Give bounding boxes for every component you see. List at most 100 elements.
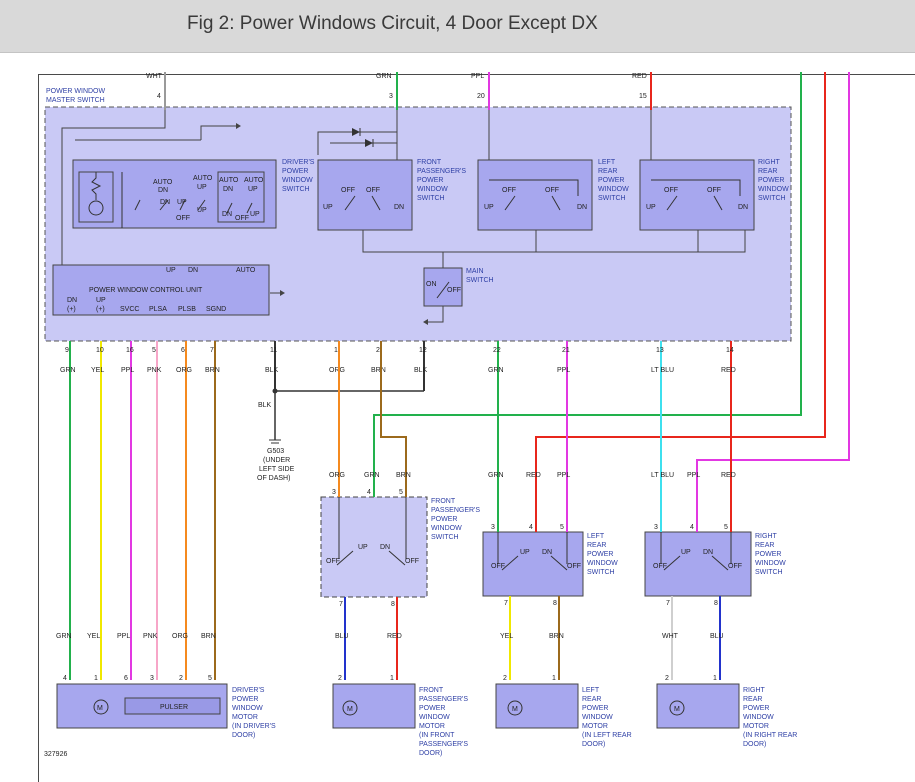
ds2-name-2: POWER <box>755 551 781 558</box>
bus-diode-1 <box>317 131 397 143</box>
arrow-main <box>423 319 428 325</box>
lr-up: UP <box>484 204 494 211</box>
rr-sw-name-3: POWER <box>758 177 784 184</box>
ds1-name-4: SWITCH <box>587 569 615 576</box>
motor-m-2: M <box>512 706 518 713</box>
ds1-in-color-2: PPL <box>557 472 570 479</box>
motor3-name-4: MOTOR <box>743 723 769 730</box>
motor3-pin-1: 1 <box>713 675 717 682</box>
motor1-name-0: FRONT <box>419 687 444 694</box>
top-wire-color-4: RED <box>632 73 647 80</box>
fp-sw-name-1: FRONT <box>417 159 442 166</box>
bottom-pin-4: 6 <box>181 347 185 354</box>
motor1-name-1: PASSENGER'S <box>419 696 468 703</box>
cu-pin-svcc: SVCC <box>120 306 139 313</box>
ds1-off-l: OFF <box>491 563 505 570</box>
bottom-color-4: ORG <box>176 367 192 374</box>
diode-2 <box>365 139 373 147</box>
wiring-diagram: POWER WINDOW MASTER SWITCH WHT 4 GRN 3 P… <box>0 52 915 782</box>
figure-header: Fig 2: Power Windows Circuit, 4 Door Exc… <box>0 0 915 53</box>
bottom-color-12: LT BLU <box>651 367 674 374</box>
ds2-contact-r <box>711 555 729 571</box>
sheet-border <box>38 74 915 782</box>
ground-wire-color: BLK <box>258 402 272 409</box>
master-label-2: MASTER SWITCH <box>46 97 105 104</box>
fp-master-switch-box <box>317 159 413 231</box>
motor1-name-7: DOOR) <box>419 750 442 757</box>
ds2-in-pin-2: 5 <box>724 524 728 531</box>
motor2-name-2: POWER <box>582 705 608 712</box>
pulser-box <box>124 697 221 715</box>
ds2-out-pin-0: 7 <box>666 600 670 607</box>
bottom-pin-2: 16 <box>126 347 134 354</box>
cu-sign-2: (+) <box>96 306 105 313</box>
lr-master-switch-box <box>477 159 593 231</box>
fp-dn: DN <box>394 204 404 211</box>
drv-motor-color-3: PNK <box>143 633 158 640</box>
motor-icon-1 <box>342 700 358 716</box>
cu-pin-sgnd: SGND <box>206 306 226 313</box>
main-switch-contact <box>436 281 450 299</box>
drv-dn-2: DN <box>160 199 170 206</box>
cu-in-dn: DN <box>188 267 198 274</box>
drv-sw-name-1: DRIVER'S <box>282 159 315 166</box>
drv-auto-4: AUTO <box>244 177 264 184</box>
motor-box-3 <box>656 683 740 729</box>
door-switch-box-0 <box>320 496 428 598</box>
bottom-color-5: BRN <box>205 367 220 374</box>
drv-auto-1: AUTO <box>153 179 173 186</box>
ds0-name-1: PASSENGER'S <box>431 507 480 514</box>
cu-pin-plsa: PLSA <box>149 306 167 313</box>
lr-sw-name-2: REAR <box>598 168 617 175</box>
ds1-dn: DN <box>542 549 552 556</box>
ds0-name-4: SWITCH <box>431 534 459 541</box>
bus-common <box>362 230 746 253</box>
rr-sw-name-4: WINDOW <box>758 186 789 193</box>
bottom-pin-3: 5 <box>152 347 156 354</box>
bottom-pin-13: 14 <box>726 347 734 354</box>
drv-up-2: UP <box>177 199 187 206</box>
drv-dn-1: DN <box>158 187 168 194</box>
drv-sw-name-2: POWER <box>282 168 308 175</box>
ds2-name-4: SWITCH <box>755 569 783 576</box>
fp-sw-name-4: WINDOW <box>417 186 448 193</box>
top-wire-pin-3: 20 <box>477 93 485 100</box>
motor2-name-1: REAR <box>582 696 601 703</box>
figure-title: Fig 2: Power Windows Circuit, 4 Door Exc… <box>187 13 598 34</box>
drv-up-4: UP <box>248 186 258 193</box>
motor3-name-3: WINDOW <box>743 714 774 721</box>
cu-sign-1: (+) <box>67 306 76 313</box>
bottom-pin-9: 12 <box>419 347 427 354</box>
motor2-name-6: DOOR) <box>582 741 605 748</box>
ds0-name-0: FRONT <box>431 498 456 505</box>
lr-dn: DN <box>577 204 587 211</box>
motor1-name-3: WINDOW <box>419 714 450 721</box>
top-wire-pin-4: 15 <box>639 93 647 100</box>
cu-pin-dn: DN <box>67 297 77 304</box>
wire-brn-fp <box>380 346 407 490</box>
drv-motor-color-0: GRN <box>56 633 72 640</box>
drv-motor-name-4: (IN DRIVER'S <box>232 723 276 730</box>
motor1-name-2: POWER <box>419 705 445 712</box>
drv-motor-name-0: DRIVER'S <box>232 687 265 694</box>
top-wire-color-2: GRN <box>376 73 392 80</box>
ds0-in-pin-1: 4 <box>367 489 371 496</box>
circuit-svg: POWER WINDOW MASTER SWITCH WHT 4 GRN 3 P… <box>44 72 850 758</box>
motor1-pin-1: 1 <box>390 675 394 682</box>
ds1-name-3: WINDOW <box>587 560 618 567</box>
bottom-pin-10: 22 <box>493 347 501 354</box>
fp-sw-name-3: POWER <box>417 177 443 184</box>
splice-dot <box>272 388 278 394</box>
ds1-out-pin-0: 7 <box>504 600 508 607</box>
drv-motor-color-4: ORG <box>172 633 188 640</box>
ds1-off-r: OFF <box>567 563 581 570</box>
rr-master-switch-box <box>639 159 755 231</box>
rr-sw-name-5: SWITCH <box>758 195 786 202</box>
ds1-out-pin-1: 8 <box>553 600 557 607</box>
ds1-name-2: POWER <box>587 551 613 558</box>
drv-sw-name-4: SWITCH <box>282 186 310 193</box>
motor2-name-3: WINDOW <box>582 714 613 721</box>
motor1-name-4: MOTOR <box>419 723 445 730</box>
master-bottom-wires: 9GRN10YEL16PPL5PNK6ORG7BRN11BLK1ORG2BRN1… <box>60 341 736 680</box>
ds2-in-color-1: PPL <box>687 472 700 479</box>
